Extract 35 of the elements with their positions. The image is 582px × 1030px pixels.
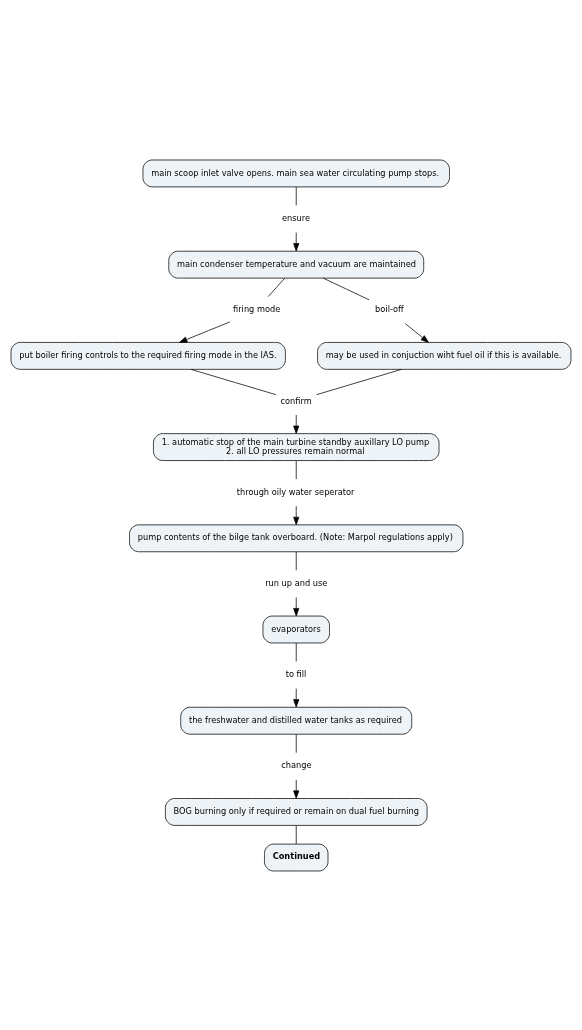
arrow [293,778,300,799]
node-box: pump contents of the bilge tank overboard. (Note: Marpol regulations apply) [129,523,464,552]
arrow [293,505,300,525]
node-text: confirm [280,395,312,406]
node-text: run up and use [265,577,328,588]
arrow [293,596,300,616]
node-text: boil-off [375,303,404,314]
arrow [293,231,300,251]
arrow [405,322,429,343]
connector [267,277,286,297]
node-box: BOG burning only if required or remain on dual fuel burning [165,797,428,826]
node-text: ensure [282,212,311,223]
arrow [293,414,300,434]
node-box: the freshwater and distilled water tanks as required [180,706,413,735]
node-box: put boiler firing controls to the required firing mode in the IAS. [10,341,286,370]
connector [316,368,402,395]
node-box: Continued [264,843,329,871]
node-box: main scoop inlet valve opens. main sea water circulating pump stops. [142,159,450,187]
node-text: firing mode [233,303,281,314]
connector [295,642,297,662]
connector [295,459,297,479]
connector [295,186,297,206]
connector [295,824,297,844]
node-box: evaporators [262,615,330,643]
arrow [293,687,300,707]
node-text: through oily water seperator [236,486,355,497]
node-text: change [281,759,312,770]
node-box: main condenser temperature and vacuum are maintained [168,250,425,278]
arrow [179,321,231,343]
connector [322,277,370,300]
node-box: 1. automatic stop of the main turbine standby auxillary LO pump 2. all LO pressures remain normal [153,432,440,461]
connector [190,368,277,395]
connector [295,733,297,753]
node-text: to fill [285,668,307,679]
node-box: may be used in conjuction wiht fuel oil if this is available. [317,341,572,370]
